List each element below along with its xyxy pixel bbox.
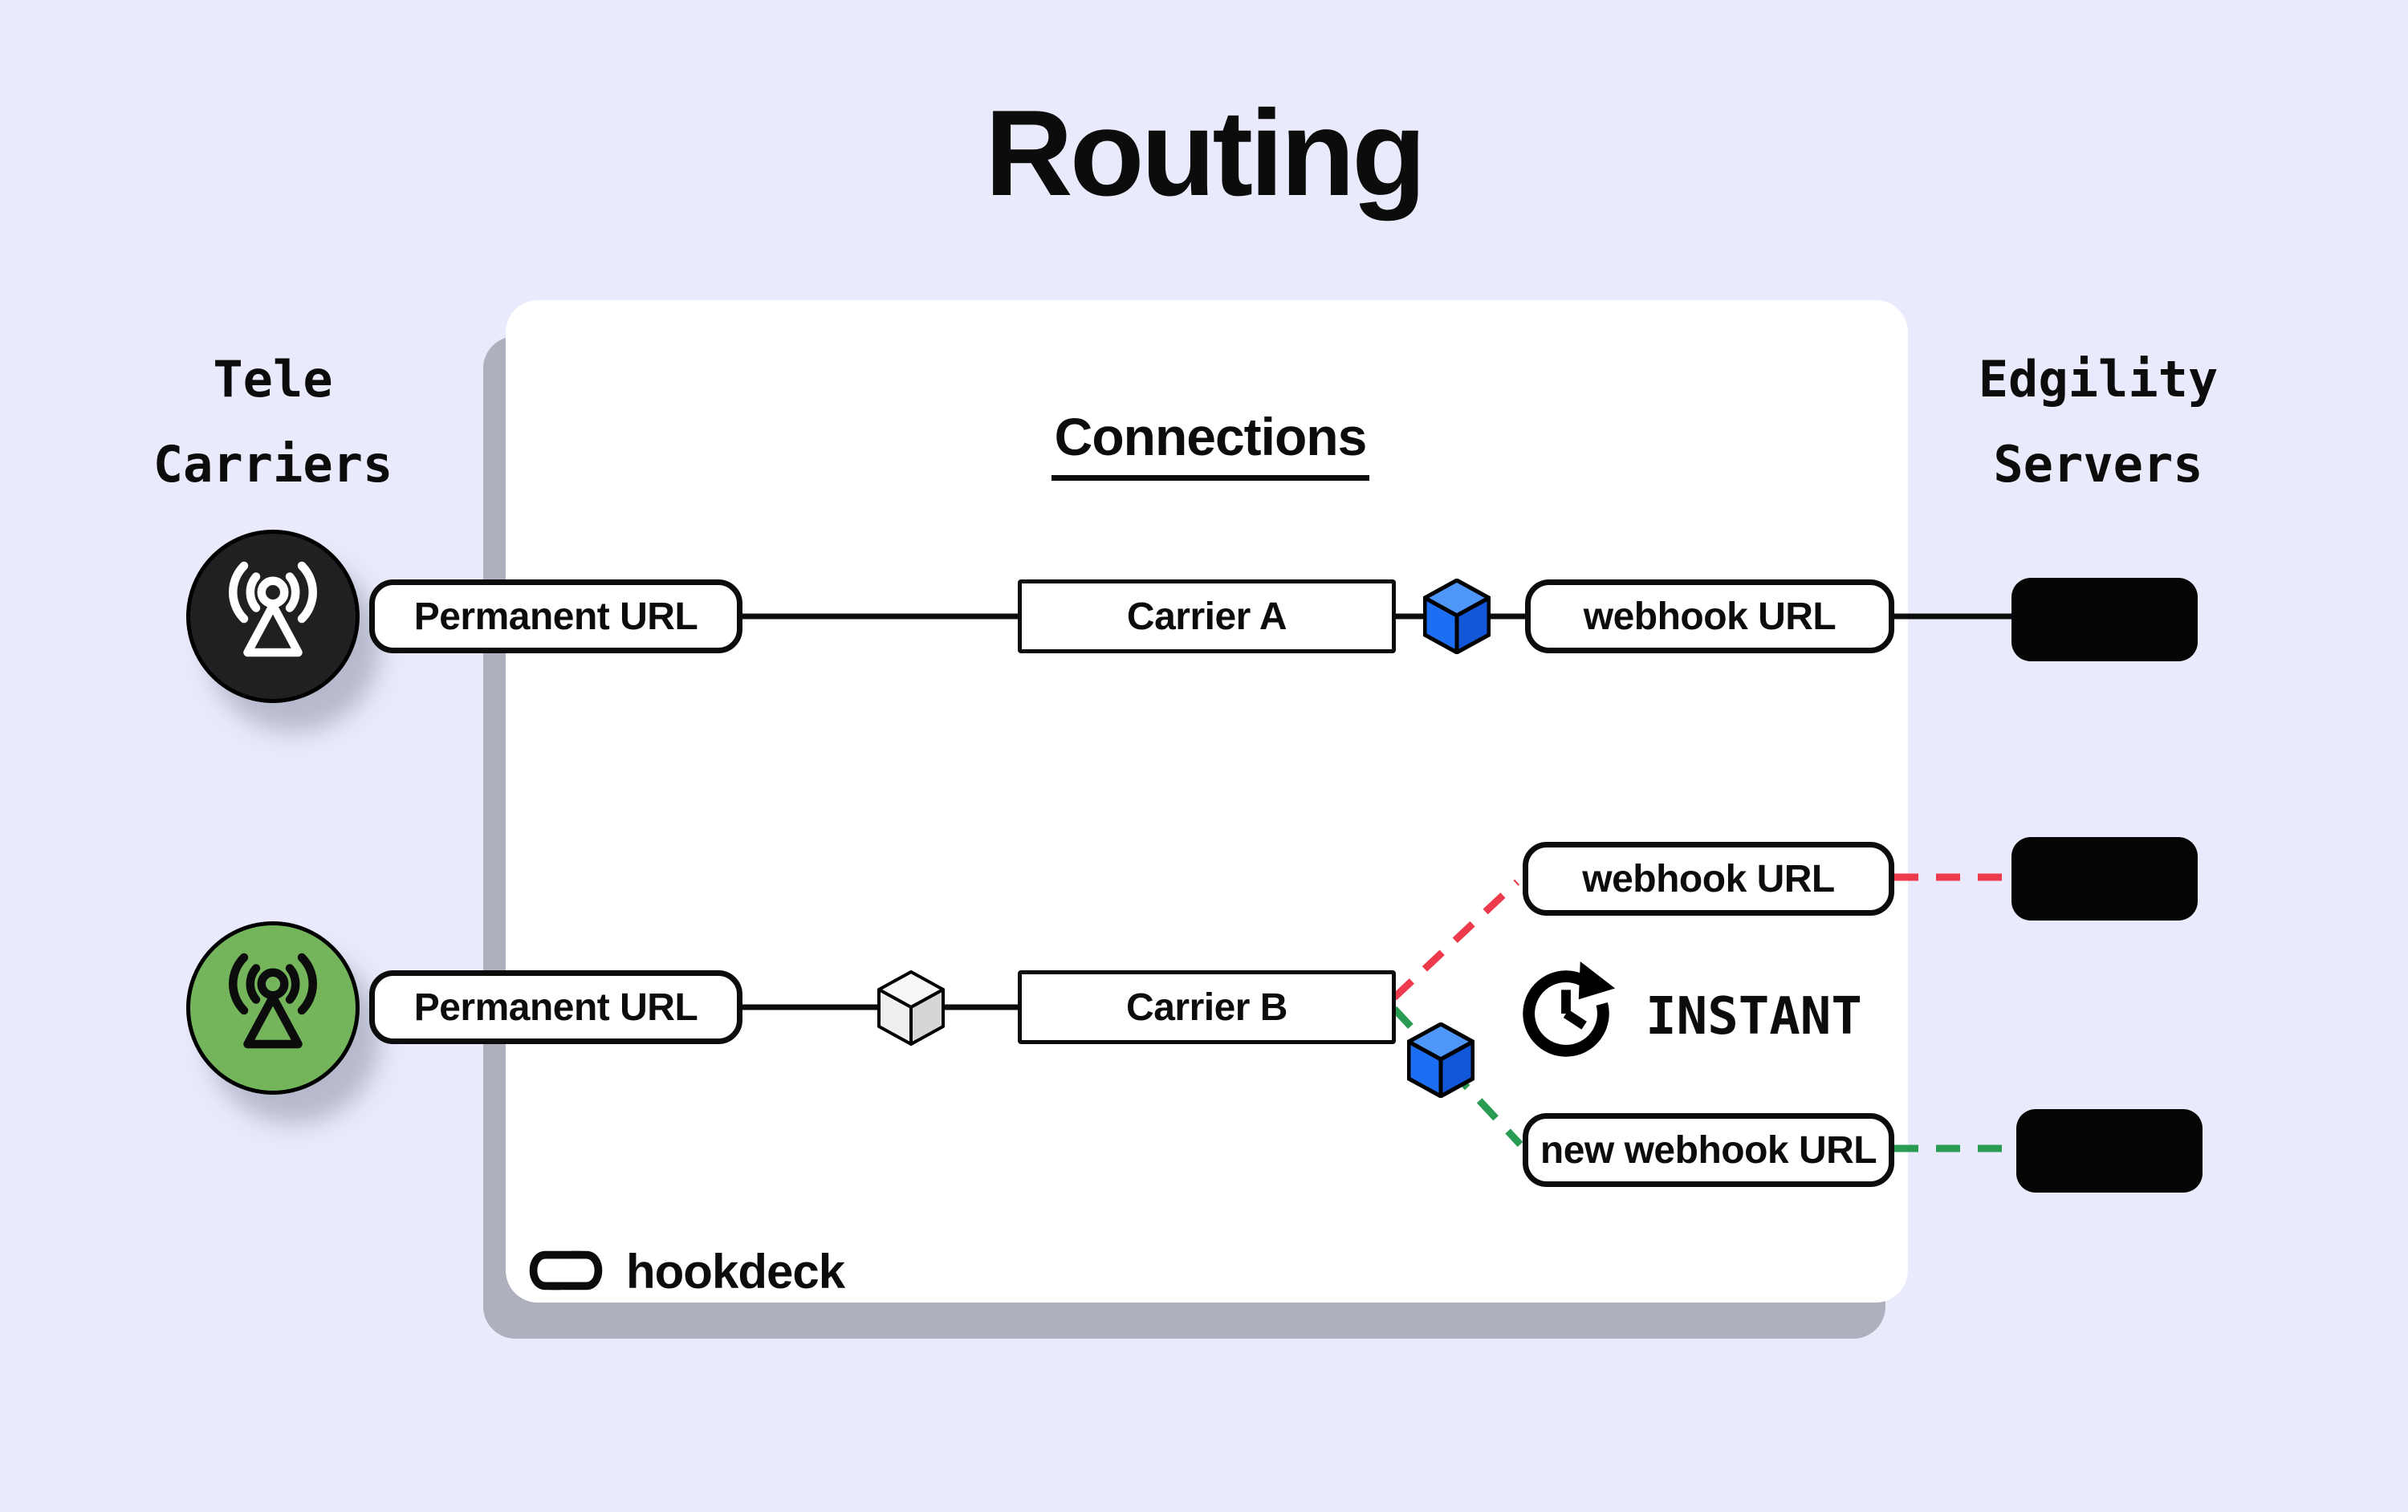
server-indicator-bottom (2016, 1109, 2203, 1193)
clock-refresh-icon (1523, 961, 1616, 1057)
antenna-icon (229, 561, 317, 657)
webhook-url-box-middle: webhook URL (1523, 842, 1894, 916)
blue-cube-icon (1423, 579, 1491, 654)
instant-label: INSTANT (1645, 987, 1862, 1047)
hookdeck-link-icon (529, 1250, 603, 1290)
wire-carrier-b-to-webhook-red (1391, 879, 1520, 1001)
permanent-url-box-top: Permanent URL (369, 579, 742, 653)
permanent-url-box-bottom: Permanent URL (369, 970, 742, 1044)
page-title: Routing (984, 85, 1426, 222)
gray-cube-icon (877, 970, 945, 1046)
tele-carriers-line1: Tele (213, 350, 333, 408)
tele-carrier-node-green (186, 921, 360, 1095)
server-indicator-top (2011, 578, 2198, 661)
edgility-servers-label: Edgility Servers (1914, 337, 2283, 507)
tele-carriers-label: Tele Carriers (88, 337, 458, 507)
hookdeck-brand-text: hookdeck (626, 1245, 845, 1299)
blue-cube-icon (1407, 1022, 1474, 1098)
connections-heading: Connections (1030, 406, 1391, 481)
antenna-icon (229, 953, 317, 1049)
new-webhook-url-box: new webhook URL (1523, 1113, 1894, 1187)
carrier-b-box: Carrier B (1018, 970, 1396, 1044)
tele-carriers-line2: Carriers (153, 435, 393, 494)
webhook-url-box-top: webhook URL (1525, 579, 1894, 653)
tele-carrier-node-dark (186, 530, 360, 703)
server-indicator-middle (2011, 837, 2198, 921)
edgility-servers-line1: Edgility (1978, 350, 2219, 408)
edgility-servers-line2: Servers (1993, 435, 2203, 494)
carrier-a-box: Carrier A (1018, 579, 1396, 653)
connections-heading-text: Connections (1051, 406, 1370, 481)
